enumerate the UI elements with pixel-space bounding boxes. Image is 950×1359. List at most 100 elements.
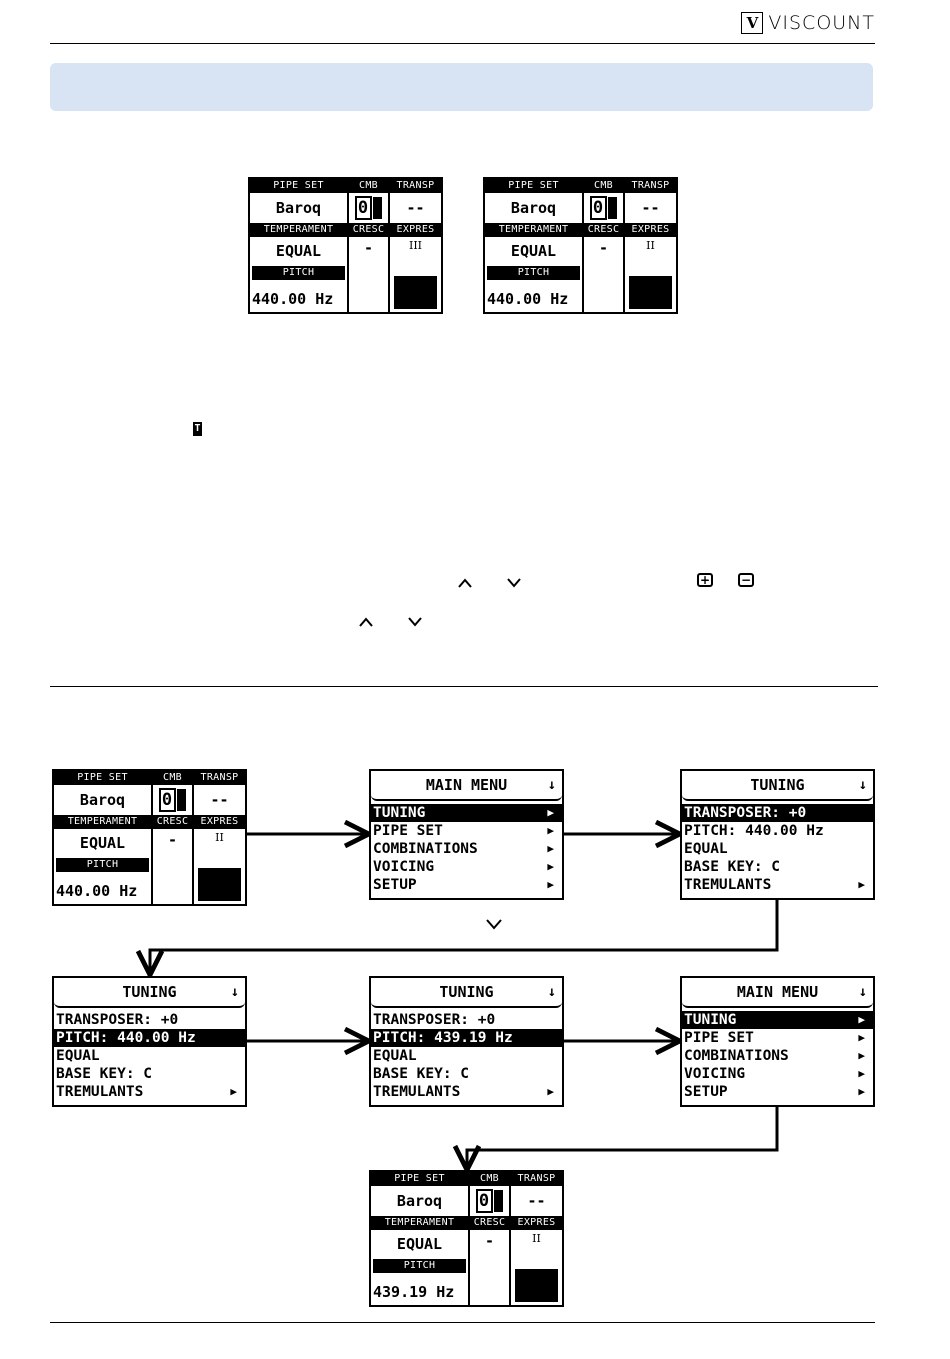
menu-item-combinations[interactable]: COMBINATIONS▶ (684, 1048, 865, 1064)
menu-item-temperament[interactable]: EQUAL (56, 1048, 100, 1064)
label-pitch: PITCH (487, 266, 580, 280)
label-transp: TRANSP (194, 771, 245, 785)
pitch-value: 440.00 Hz (487, 290, 569, 308)
pitch-value: 440.00 Hz (56, 882, 138, 900)
pipe-set-value: Baroq (79, 791, 126, 809)
plus-button-icon: + (697, 573, 713, 587)
menu-item-tremulants[interactable]: TREMULANTS▶ (56, 1084, 237, 1100)
menu-item-voicing[interactable]: VOICING▶ (684, 1066, 865, 1082)
menu-item-tremulants[interactable]: TREMULANTS▶ (373, 1084, 554, 1100)
header-rule (50, 43, 875, 44)
minus-button-icon: − (738, 573, 754, 587)
scroll-down-icon: ↓ (858, 984, 867, 1000)
submenu-arrow-icon: ▶ (547, 842, 554, 855)
expres-value: II (215, 831, 224, 844)
submenu-arrow-icon: ▶ (547, 878, 554, 891)
menu-title: TUNING↓ (682, 771, 873, 801)
transp-value: -- (406, 199, 425, 217)
temperament-value: EQUAL (396, 1235, 443, 1253)
menu-item-setup[interactable]: SETUP▶ (373, 877, 554, 893)
menu-item-pipe-set[interactable]: PIPE SET▶ (684, 1030, 865, 1046)
lcd-display-start: PIPE SET CMB TRANSP Baroq 0 -- TEMPERAME… (52, 769, 247, 906)
label-cmb: CMB (584, 179, 623, 193)
menu-item-transposer[interactable]: TRANSPOSER: +0 (682, 804, 873, 822)
menu-item-base-key[interactable]: BASE KEY: C (373, 1066, 470, 1082)
expres-value: II (646, 239, 655, 252)
label-cmb: CMB (153, 771, 192, 785)
menu-item-pipe-set[interactable]: PIPE SET▶ (373, 823, 554, 839)
menu-title: TUNING↓ (54, 978, 245, 1008)
label-pipe-set: PIPE SET (485, 179, 582, 193)
menu-item-setup[interactable]: SETUP▶ (684, 1084, 865, 1100)
label-temperament: TEMPERAMENT (250, 223, 347, 237)
label-cresc: CRESC (584, 223, 623, 237)
tuning-menu-display-3: TUNING↓ TRANSPOSER: +0 PITCH: 439.19 Hz … (369, 976, 564, 1107)
scroll-down-icon: ↓ (547, 984, 556, 1000)
lcd-display-expres-ii: PIPE SET CMB TRANSP Baroq 0 -- TEMPERAME… (483, 177, 678, 314)
submenu-arrow-icon: ▶ (858, 1013, 865, 1026)
label-cresc: CRESC (349, 223, 388, 237)
menu-item-temperament[interactable]: EQUAL (373, 1048, 417, 1064)
submenu-arrow-icon: ▶ (547, 806, 554, 819)
label-pipe-set: PIPE SET (54, 771, 151, 785)
label-transp: TRANSP (511, 1172, 562, 1186)
submenu-arrow-icon: ▶ (858, 1067, 865, 1080)
submenu-arrow-icon: ▶ (858, 1031, 865, 1044)
main-menu-display-2: MAIN MENU↓ TUNING▶ PIPE SET▶ COMBINATION… (680, 976, 875, 1107)
menu-item-tuning[interactable]: TUNING▶ (371, 804, 562, 822)
menu-item-pitch[interactable]: PITCH: 439.19 Hz (371, 1029, 562, 1047)
menu-item-pitch[interactable]: PITCH: 440.00 Hz (684, 823, 824, 839)
menu-item-pitch[interactable]: PITCH: 440.00 Hz (54, 1029, 245, 1047)
cresc-value: - (484, 1232, 495, 1250)
submenu-arrow-icon: ▶ (547, 1085, 554, 1098)
tuning-menu-display-1: TUNING↓ TRANSPOSER: +0 PITCH: 440.00 Hz … (680, 769, 875, 900)
submenu-arrow-icon: ▶ (547, 860, 554, 873)
label-temperament: TEMPERAMENT (485, 223, 582, 237)
menu-item-base-key[interactable]: BASE KEY: C (684, 859, 781, 875)
menu-title: MAIN MENU↓ (682, 978, 873, 1008)
brand-logo: V VISCOUNT (741, 12, 875, 34)
down-arrow-icon (407, 614, 423, 632)
main-menu-display-1: MAIN MENU↓ TUNING▶ PIPE SET▶ COMBINATION… (369, 769, 564, 900)
menu-item-voicing[interactable]: VOICING▶ (373, 859, 554, 875)
footer-rule (50, 1322, 875, 1323)
label-cmb: CMB (470, 1172, 509, 1186)
cmb-value: 0 (584, 194, 623, 222)
down-arrow-icon (506, 575, 522, 593)
menu-item-temperament[interactable]: EQUAL (684, 841, 728, 857)
expres-level-bar (629, 276, 672, 309)
label-expres: EXPRES (625, 223, 676, 237)
label-transp: TRANSP (625, 179, 676, 193)
cresc-value: - (363, 239, 374, 257)
label-pipe-set: PIPE SET (250, 179, 347, 193)
menu-item-tuning[interactable]: TUNING▶ (682, 1011, 873, 1029)
submenu-arrow-icon: ▶ (858, 878, 865, 891)
menu-item-transposer[interactable]: TRANSPOSER: +0 (373, 1012, 496, 1028)
cresc-value: - (598, 239, 609, 257)
label-transp: TRANSP (390, 179, 441, 193)
transp-value: -- (210, 791, 229, 809)
temperament-value: EQUAL (79, 834, 126, 852)
label-expres: EXPRES (390, 223, 441, 237)
up-arrow-icon (457, 575, 473, 593)
menu-item-base-key[interactable]: BASE KEY: C (56, 1066, 153, 1082)
brand-name: VISCOUNT (768, 12, 875, 34)
pitch-value: 439.19 Hz (373, 1283, 455, 1301)
label-pitch: PITCH (56, 858, 149, 872)
submenu-arrow-icon: ▶ (858, 1085, 865, 1098)
pipe-set-value: Baroq (510, 199, 557, 217)
pipe-set-value: Baroq (275, 199, 322, 217)
expres-level-bar (515, 1269, 558, 1302)
temperament-value: EQUAL (510, 242, 557, 260)
lcd-display-expres-iii: PIPE SET CMB TRANSP Baroq 0 -- TEMPERAME… (248, 177, 443, 314)
up-arrow-icon (358, 614, 374, 632)
menu-item-transposer[interactable]: TRANSPOSER: +0 (56, 1012, 179, 1028)
expres-value: II (532, 1232, 541, 1245)
label-cresc: CRESC (153, 815, 192, 829)
label-cmb: CMB (349, 179, 388, 193)
menu-item-tremulants[interactable]: TREMULANTS▶ (684, 877, 865, 893)
cmb-value: 0 (153, 786, 192, 814)
label-expres: EXPRES (511, 1216, 562, 1230)
menu-item-combinations[interactable]: COMBINATIONS▶ (373, 841, 554, 857)
